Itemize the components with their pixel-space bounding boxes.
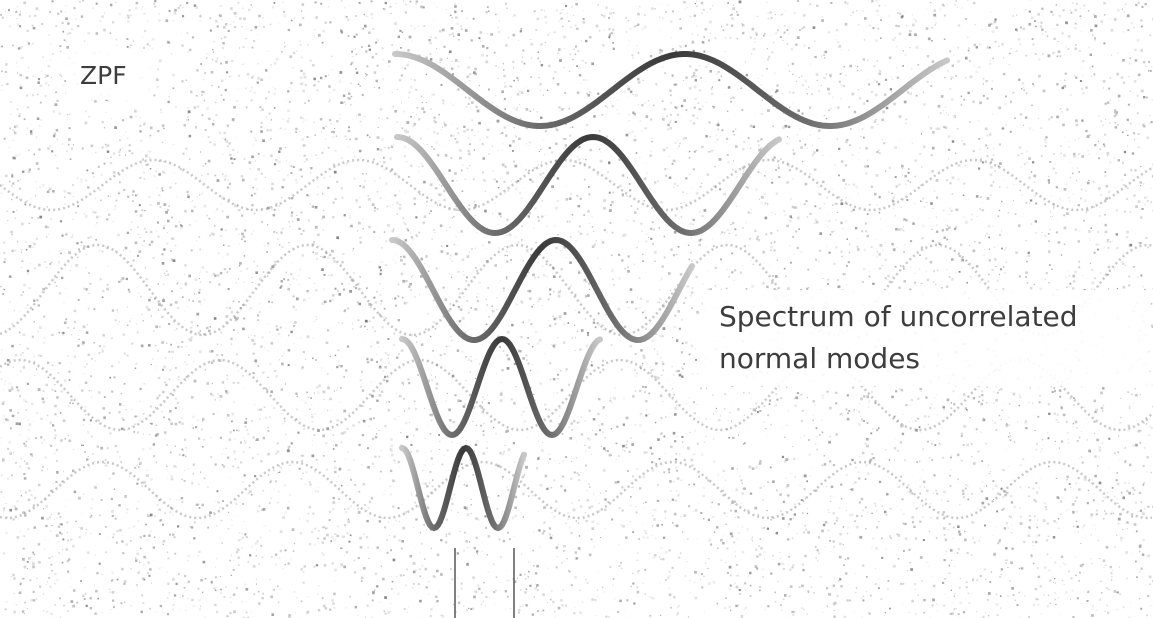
normal-mode-waves	[389, 51, 950, 532]
normal-mode-4-wave	[399, 335, 603, 439]
faint-wave-4	[0, 460, 1153, 520]
faint-wave-1	[0, 158, 1153, 212]
spectrum-label-line-2: normal modes	[719, 342, 921, 375]
spectrum-label-line-1: Spectrum of uncorrelated	[719, 300, 1078, 333]
normal-mode-1-wave	[392, 51, 950, 129]
normal-mode-2-wave	[394, 133, 782, 237]
spectrum-label: Spectrum of uncorrelated normal modes	[703, 290, 1149, 386]
zpf-label: ZPF	[66, 52, 152, 100]
normal-mode-3-wave	[389, 236, 695, 344]
normal-mode-5-wave	[399, 444, 527, 532]
